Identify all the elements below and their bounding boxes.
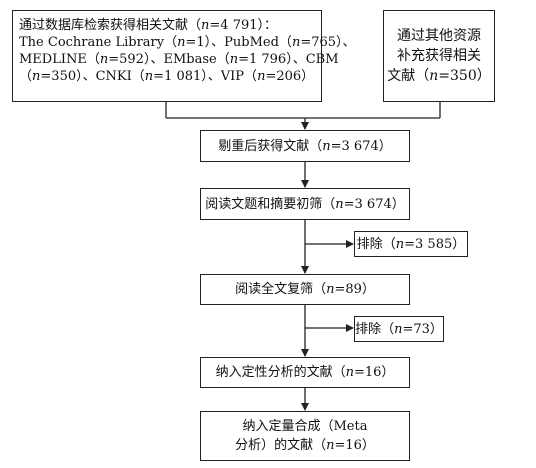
- title-abstract-screening-box: 阅读文题和摘要初筛（n=3 674）: [200, 188, 410, 220]
- qualitative-label: 纳入定性分析的文献（n=16）: [215, 365, 395, 380]
- meta-line-2: 分析）的文献（n=16）: [235, 438, 375, 453]
- exclusion-1-label: 排除（n=3 585）: [356, 236, 466, 252]
- database-line-3: MEDLINE（n=592）、EMbase（n=1 796）、CBM: [19, 52, 339, 67]
- other-sources-line-3: 文献（n=350）: [387, 68, 491, 84]
- qualitative-analysis-box: 纳入定性分析的文献（n=16）: [200, 357, 410, 388]
- meta-analysis-box: 纳入定量合成（Meta 分析）的文献（n=16）: [200, 411, 410, 461]
- database-line-2: The Cochrane Library（n=1）、PubMed（n=765）、: [19, 35, 356, 50]
- title-abstract-label: 阅读文题和摘要初筛（n=3 674）: [205, 196, 405, 212]
- other-sources-line-1: 通过其他资源: [397, 28, 481, 44]
- database-line-1: 通过数据库检索获得相关文献（n=4 791）：: [19, 18, 278, 33]
- database-search-box: 通过数据库检索获得相关文献（n=4 791）： The Cochrane Lib…: [12, 10, 356, 102]
- exclusion-box-2: 排除（n=73）: [354, 316, 444, 342]
- dedup-box: 剔重后获得文献（n=3 674）: [200, 130, 410, 162]
- fulltext-screening-box: 阅读全文复筛（n=89）: [200, 274, 410, 305]
- meta-line-1: 纳入定量合成（Meta: [242, 419, 368, 434]
- exclusion-box-1: 排除（n=3 585）: [354, 231, 468, 257]
- other-sources-box: 通过其他资源 补充获得相关 文献（n=350）: [383, 10, 495, 102]
- dedup-label: 剔重后获得文献（n=3 674）: [218, 138, 392, 154]
- fulltext-label: 阅读全文复筛（n=89）: [235, 282, 375, 297]
- exclusion-2-label: 排除（n=73）: [355, 321, 443, 337]
- database-line-4: （n=350）、CNKI（n=1 081）、VIP（n=206）: [19, 69, 315, 84]
- other-sources-line-2: 补充获得相关: [397, 48, 481, 64]
